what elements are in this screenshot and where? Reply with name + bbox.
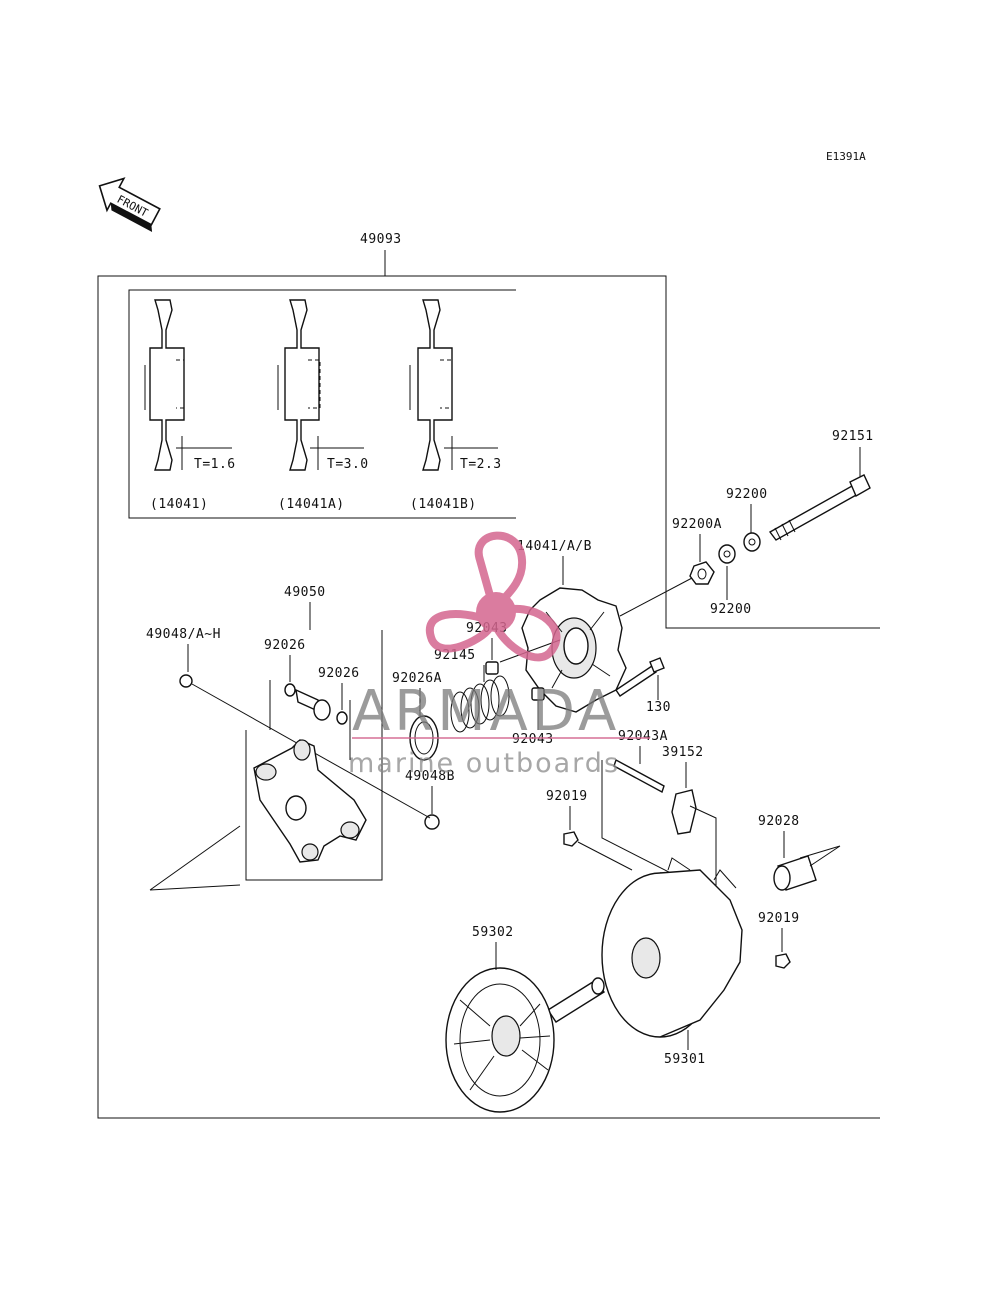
pin-92043A (613, 758, 665, 794)
shoe-thickness-3: T=2.3 (460, 457, 502, 472)
shoe-part-2: (14041A) (278, 497, 345, 512)
label-49048: 49048/A~H (146, 627, 221, 642)
washer-92026-a (284, 683, 296, 697)
assembly-label: 49093 (360, 232, 402, 247)
label-59301: 59301 (664, 1052, 706, 1067)
label-14041: 14041/A/B (517, 539, 592, 554)
label-92200-bottom: 92200 (710, 602, 752, 617)
shoe-thickness-1: T=1.6 (194, 457, 236, 472)
label-49050: 49050 (284, 585, 326, 600)
bushing-49048 (179, 674, 193, 688)
label-92200-top: 92200 (726, 487, 768, 502)
shoe-thickness-2: T=3.0 (327, 457, 369, 472)
label-92026A: 92026A (392, 671, 442, 686)
roller-group-box (245, 630, 383, 881)
label-39152: 39152 (662, 745, 704, 760)
shoe-variant-3: T=2.3 (14041B) (409, 299, 502, 512)
label-92019-right: 92019 (758, 911, 800, 926)
label-92043-bottom: 92043 (512, 732, 554, 747)
bushing-92028 (773, 855, 817, 891)
label-92019-left: 92019 (546, 789, 588, 804)
washer-92200-b (718, 544, 736, 564)
watermark-tagline: marine outboards (348, 748, 620, 779)
front-arrow-icon: FRONT (98, 177, 161, 232)
label-92028: 92028 (758, 814, 800, 829)
shoe-variants-box (128, 289, 516, 519)
sheave-59302 (445, 967, 605, 1113)
washer-92200-a (743, 532, 761, 552)
armada-watermark-logo (425, 531, 561, 662)
shoe-part-1: (14041) (150, 497, 208, 512)
label-92026-b: 92026 (318, 666, 360, 681)
shoe-variant-2: T=3.0 (14041A) (277, 299, 369, 512)
cam-arm-49050 (253, 739, 367, 863)
label-92200A: 92200A (672, 517, 722, 532)
nut-92019-right (775, 953, 791, 969)
label-49048B: 49048B (405, 769, 455, 784)
label-92043A: 92043A (618, 729, 668, 744)
assembly-frame (97, 275, 880, 1119)
washer-92026-b (336, 711, 348, 725)
pin-92043-top (485, 661, 499, 675)
label-130: 130 (646, 700, 671, 715)
sheave-59301 (601, 857, 743, 1038)
bolt-92151: 92151 (768, 429, 874, 541)
nut-92019-left (563, 831, 579, 847)
shoe-variant-1: T=1.6 (14041) (144, 299, 236, 512)
label-59302: 59302 (472, 925, 514, 940)
shoe-part-3: (14041B) (410, 497, 477, 512)
watermark-brand: ARMADA (352, 679, 620, 744)
diagram-code: E1391A (826, 150, 866, 163)
bushing-49048B (424, 814, 440, 830)
label-92026-a: 92026 (264, 638, 306, 653)
label-92151: 92151 (832, 429, 874, 444)
roller (313, 699, 331, 721)
bolt-130 (615, 665, 657, 697)
nut-92200A (689, 561, 715, 585)
spring-92145 (450, 675, 510, 733)
roller-39152 (671, 789, 697, 835)
